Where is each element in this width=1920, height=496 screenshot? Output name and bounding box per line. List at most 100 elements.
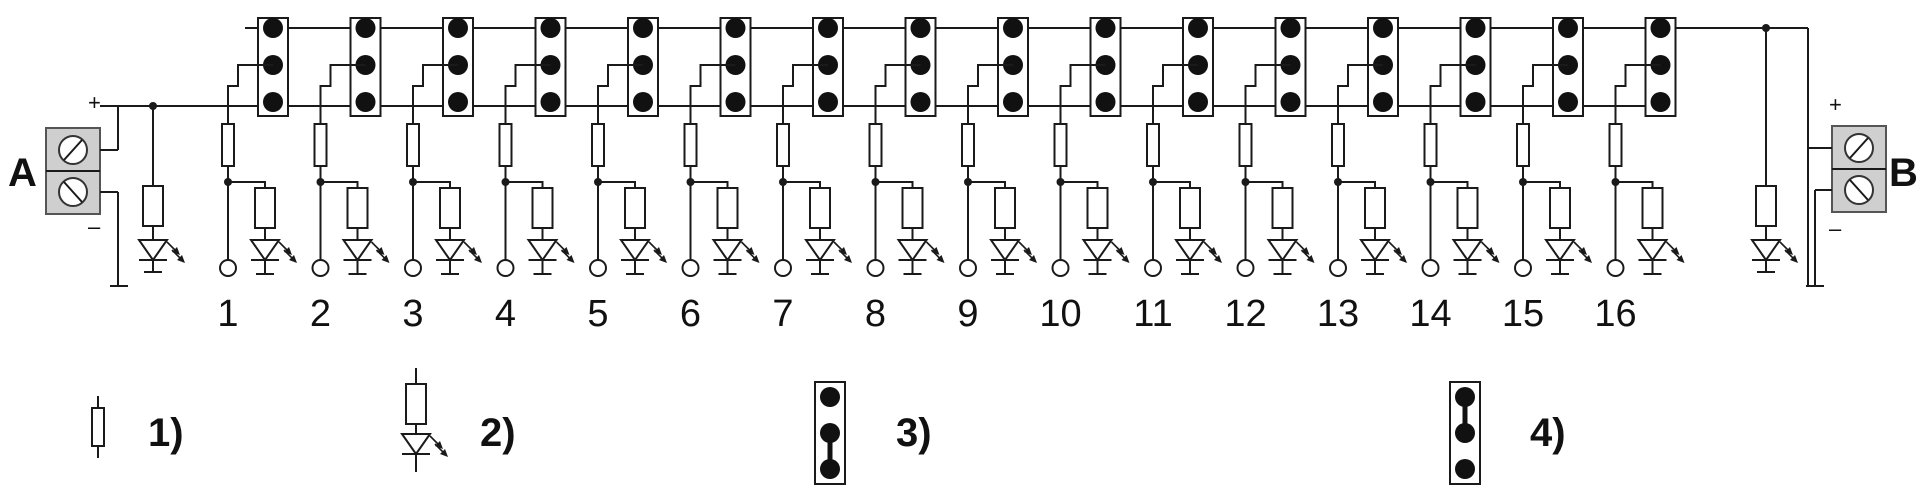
channel-13: 13 xyxy=(1317,17,1407,335)
led-branch-wire xyxy=(228,181,266,188)
jumper-pin xyxy=(633,18,653,38)
jumper-pin xyxy=(820,387,840,407)
led-branch-wire xyxy=(783,181,821,188)
jumper-common-wire xyxy=(319,64,366,124)
led-branch-wire xyxy=(1060,181,1099,188)
jumper-pin xyxy=(540,18,561,38)
jumper-common-wire xyxy=(1152,64,1198,124)
light-ray-arrow xyxy=(172,247,180,255)
led-icon xyxy=(249,239,281,262)
labels-layer: A + – B + – 1) 2) 3) 4) xyxy=(8,90,1918,455)
jumper-pin xyxy=(1455,459,1475,479)
static-layer xyxy=(45,24,1887,485)
jumper-common-wire xyxy=(782,64,828,124)
resistor-icon xyxy=(1549,187,1571,229)
channel-number: 13 xyxy=(1317,293,1359,335)
light-ray-arrow xyxy=(659,255,667,263)
led-branch-wire xyxy=(1153,181,1191,188)
light-ray-arrow xyxy=(1491,255,1500,263)
led-branch-wire xyxy=(413,181,451,188)
jumper-common-wire xyxy=(597,64,643,124)
jumper-pin xyxy=(1373,18,1393,38)
led-branch-wire xyxy=(875,181,914,188)
channel-number: 3 xyxy=(402,293,423,335)
jumper-common-wire xyxy=(1244,64,1291,124)
resistor-icon xyxy=(405,383,427,425)
jumper-pin xyxy=(1280,92,1301,112)
output-test-point xyxy=(1329,259,1347,277)
light-ray-arrow xyxy=(1579,247,1587,255)
channel-number: 14 xyxy=(1409,293,1451,335)
jumper-common-wire xyxy=(412,64,458,124)
fuse-icon xyxy=(1053,123,1068,167)
led-icon xyxy=(1750,239,1782,262)
channel-number: 4 xyxy=(495,293,516,335)
jumper-common-wire xyxy=(1522,64,1568,124)
light-ray-arrow xyxy=(1029,255,1037,263)
channel-number: 10 xyxy=(1039,293,1081,335)
jumper-pin xyxy=(1465,18,1486,38)
light-ray-arrow xyxy=(1214,255,1222,263)
terminal-a xyxy=(45,102,185,287)
resistor-icon xyxy=(346,187,369,229)
light-ray-arrow xyxy=(1584,255,1592,263)
led-icon xyxy=(1451,239,1484,262)
light-ray-arrow xyxy=(177,255,185,263)
output-test-point xyxy=(1606,259,1625,277)
screw-slot xyxy=(63,139,83,161)
fuse-icon xyxy=(1608,123,1623,167)
channel-4: 4 xyxy=(495,17,575,335)
output-test-point xyxy=(866,259,885,277)
light-ray-arrow xyxy=(1116,247,1125,255)
fuse-icon xyxy=(591,123,605,167)
resistor-icon xyxy=(809,187,831,229)
channel-number: 9 xyxy=(957,293,978,335)
light-ray-arrow xyxy=(1671,247,1680,255)
jumper-pin xyxy=(818,92,838,112)
fuse-icon xyxy=(498,123,513,167)
led-icon xyxy=(1174,239,1206,262)
channel-number: 8 xyxy=(865,293,886,335)
led-icon xyxy=(400,433,432,456)
fuse-icon xyxy=(1516,123,1530,167)
led-icon xyxy=(1266,239,1299,262)
channel-number: 15 xyxy=(1502,293,1544,335)
resistor-icon xyxy=(1641,187,1664,229)
light-ray-arrow xyxy=(289,255,297,263)
channel-number: 16 xyxy=(1594,293,1636,335)
led-icon xyxy=(1081,239,1114,262)
light-ray-arrow xyxy=(1399,255,1407,263)
jumper-common-wire xyxy=(967,64,1013,124)
channel-number: 7 xyxy=(772,293,793,335)
legend-symbol-jumper-upper xyxy=(1449,381,1481,485)
light-ray-arrow xyxy=(1121,255,1130,263)
led-branch-wire xyxy=(968,181,1006,188)
fuse-icon xyxy=(1331,123,1345,167)
resistor-icon xyxy=(439,187,461,229)
light-ray-arrow xyxy=(1209,247,1217,255)
jumper-pin xyxy=(355,18,376,38)
channel-16: 16 xyxy=(1594,17,1685,335)
light-ray-arrow xyxy=(474,255,482,263)
fuse-icon xyxy=(961,123,975,167)
light-ray-arrow xyxy=(1676,255,1685,263)
power-led-a xyxy=(137,185,185,273)
led-icon xyxy=(526,239,559,262)
power-led-b xyxy=(1750,185,1798,273)
channel-9: 9 xyxy=(957,17,1037,335)
led-branch-wire xyxy=(505,181,544,188)
terminal-a-plus-sign: + xyxy=(88,90,101,115)
jumper-pin xyxy=(448,18,468,38)
output-test-point xyxy=(1236,259,1255,277)
terminal-b xyxy=(1750,24,1887,287)
light-ray-arrow xyxy=(1486,247,1495,255)
light-ray-arrow xyxy=(284,247,292,255)
jumper-pin xyxy=(355,92,376,112)
led-branch-wire xyxy=(1245,181,1284,188)
jumper-common-wire xyxy=(874,64,921,124)
legend-label-led-indicator: 2) xyxy=(480,411,516,455)
jumper-pin xyxy=(910,18,931,38)
light-ray-arrow xyxy=(435,441,443,449)
jumper-pin xyxy=(1650,18,1671,38)
resistor-icon xyxy=(624,187,646,229)
